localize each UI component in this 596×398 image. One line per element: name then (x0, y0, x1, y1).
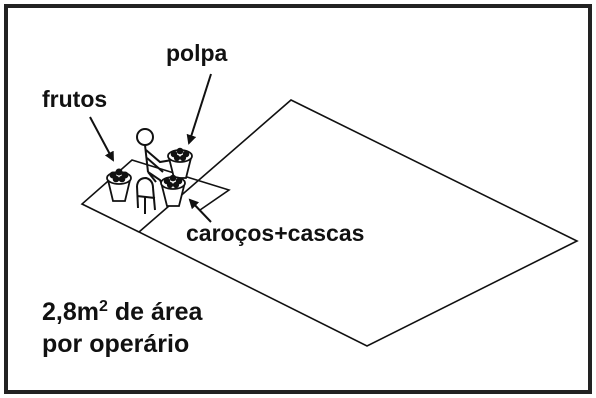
polpa-arrow (186, 73, 212, 145)
seed-peel-basket-icon (160, 174, 186, 207)
area-exponent: 2 (98, 298, 108, 316)
polpa-label: polpa (166, 40, 228, 66)
worker-figure-icon (136, 128, 173, 193)
figure-frame (4, 4, 592, 394)
area-suffix: de área (107, 298, 203, 326)
area-label-line1: 2,8m2 de área (42, 298, 203, 326)
workstation-outline (80, 159, 231, 233)
frutos-arrow (89, 116, 114, 162)
frutos-label: frutos (42, 86, 108, 112)
work-area-outline (137, 99, 579, 347)
carocos-arrow (188, 198, 212, 223)
pulp-basket-icon (167, 147, 193, 179)
chair-icon (136, 176, 156, 214)
area-prefix: 2,8m (42, 298, 99, 326)
carocos-cascas-label: caroços+cascas (186, 220, 365, 246)
area-label-line2: por operário (42, 330, 190, 358)
fruit-basket-icon (106, 168, 132, 202)
